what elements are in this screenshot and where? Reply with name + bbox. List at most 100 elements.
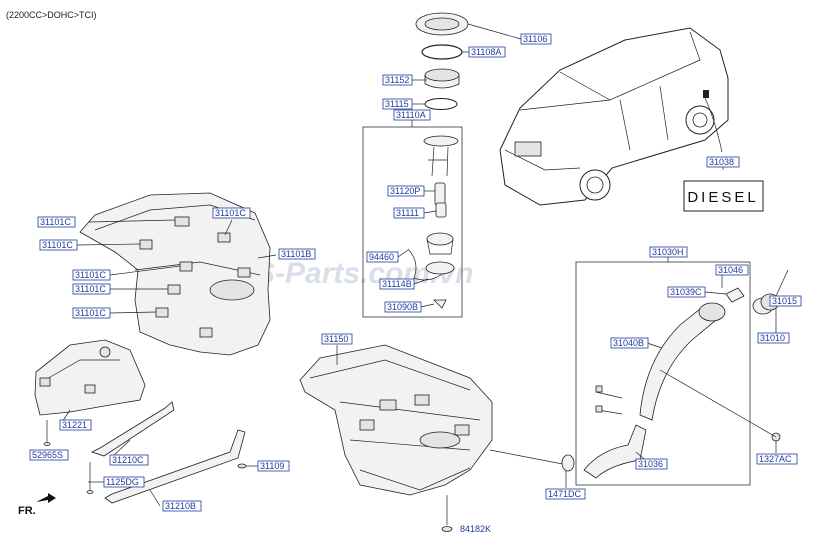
ref-31010[interactable]: 31010 <box>757 332 790 344</box>
small-heat-shield <box>34 339 146 446</box>
ref-31111[interactable]: 31111 <box>393 207 425 219</box>
svg-text:31039C: 31039C <box>670 287 702 297</box>
heat-protector <box>79 192 271 356</box>
ref-31152[interactable]: 31152 <box>382 74 413 86</box>
tank-straps <box>86 401 247 504</box>
svg-text:31120P: 31120P <box>390 186 420 196</box>
ref-31114b[interactable]: 31114B <box>379 278 415 290</box>
fuel-pump-motor <box>435 202 447 218</box>
svg-text:84182K: 84182K <box>460 524 491 534</box>
svg-text:31221: 31221 <box>62 420 87 430</box>
ref-31046[interactable]: 31046 <box>715 264 749 276</box>
ref-84182k: 84182K <box>460 524 491 534</box>
ref-31115[interactable]: 31115 <box>382 98 413 110</box>
pump-reservoir <box>426 232 454 246</box>
ref-1125dg[interactable]: 1125DG <box>103 476 145 488</box>
svg-text:31101C: 31101C <box>75 308 106 318</box>
ref-31110a[interactable]: 31110A <box>393 109 431 121</box>
o-ring <box>424 98 458 110</box>
filler-neck <box>583 269 789 479</box>
svg-text:1327AC: 1327AC <box>759 454 792 464</box>
svg-text:31152: 31152 <box>385 75 409 85</box>
ref-1471dc[interactable]: 1471DC <box>545 488 586 500</box>
svg-text:1125DG: 1125DG <box>106 477 139 487</box>
svg-text:1471DC: 1471DC <box>548 489 582 499</box>
bolt <box>43 442 51 446</box>
ref-31106[interactable]: 31106 <box>520 33 552 45</box>
ref-31040b[interactable]: 31040B <box>610 337 649 349</box>
filler-neck-box <box>575 261 751 486</box>
svg-text:31106: 31106 <box>523 34 547 44</box>
ref-31101c-a[interactable]: 31101C <box>37 216 76 228</box>
ref-31108a[interactable]: 31108A <box>468 46 506 58</box>
ref-31150[interactable]: 31150 <box>321 333 353 345</box>
ref-31101c-f[interactable]: 31101C <box>72 307 111 319</box>
svg-text:31101B: 31101B <box>281 249 311 259</box>
sender-wire <box>407 248 446 281</box>
suv-illustration <box>499 27 729 206</box>
ref-31109[interactable]: 31109 <box>257 460 290 472</box>
ref-31039c[interactable]: 31039C <box>667 286 706 298</box>
pump-gasket <box>421 44 463 60</box>
front-direction-label: FR. <box>18 505 36 517</box>
ref-31101c-c[interactable]: 31101C <box>39 239 78 251</box>
pump-assembly-box <box>362 126 463 318</box>
ref-31210c[interactable]: 31210C <box>109 454 149 466</box>
svg-text:31101C: 31101C <box>40 217 71 227</box>
ref-31221[interactable]: 31221 <box>59 419 92 431</box>
front-arrow-icon <box>36 493 56 503</box>
ref-31101b[interactable]: 31101B <box>278 248 316 260</box>
ref-94460[interactable]: 94460 <box>366 251 399 263</box>
ref-1327ac[interactable]: 1327AC <box>756 453 798 465</box>
svg-text:31101C: 31101C <box>215 208 246 218</box>
svg-text:31030H: 31030H <box>652 247 684 257</box>
svg-text:31036: 31036 <box>638 459 663 469</box>
drain-plug <box>441 526 453 532</box>
svg-text:31110A: 31110A <box>396 110 426 120</box>
fuel-door <box>703 90 709 98</box>
svg-text:52965S: 52965S <box>32 450 63 460</box>
svg-text:31150: 31150 <box>324 334 348 344</box>
tank-pump-opening <box>419 431 461 449</box>
leader-lines <box>59 23 777 507</box>
svg-text:31046: 31046 <box>718 265 743 275</box>
ref-31036[interactable]: 31036 <box>635 458 668 470</box>
ref-31210b[interactable]: 31210B <box>162 500 202 512</box>
svg-text:31038: 31038 <box>709 157 734 167</box>
svg-text:94460: 94460 <box>369 252 394 262</box>
svg-text:31111: 31111 <box>396 208 419 218</box>
fuel-tank <box>299 344 575 532</box>
diesel-badge <box>683 180 764 212</box>
hose-clamp <box>561 454 575 472</box>
svg-text:31114B: 31114B <box>382 279 412 289</box>
pump-cover-center <box>424 17 460 31</box>
filler-neck-head <box>698 302 726 322</box>
svg-text:31010: 31010 <box>760 333 785 343</box>
svg-text:31101C: 31101C <box>42 240 73 250</box>
diagram-title: (2200CC>DOHC>TCI) <box>6 10 97 20</box>
svg-text:31115: 31115 <box>385 99 409 109</box>
svg-text:31040B: 31040B <box>613 338 644 348</box>
ref-31101c-b[interactable]: 31101C <box>212 207 251 219</box>
ref-31101c-d[interactable]: 31101C <box>72 269 111 281</box>
ref-31120p[interactable]: 31120P <box>387 185 425 197</box>
svg-text:31210C: 31210C <box>112 455 144 465</box>
ref-31101c-e[interactable]: 31101C <box>72 283 111 295</box>
svg-text:31090B: 31090B <box>387 302 418 312</box>
filler-hose <box>583 424 647 479</box>
ref-31090b[interactable]: 31090B <box>384 301 422 313</box>
ref-31038[interactable]: 31038 <box>706 156 740 168</box>
ref-31030h[interactable]: 31030H <box>649 246 688 258</box>
ref-31015[interactable]: 31015 <box>769 295 802 307</box>
svg-text:31101C: 31101C <box>75 284 106 294</box>
reference-labels: 31106 31108A 31152 31115 31110A 31120P 3… <box>29 33 802 534</box>
fuel-filter <box>434 182 446 206</box>
ref-52965s[interactable]: 52965S <box>29 449 69 461</box>
bracket <box>725 287 745 303</box>
strap-front <box>90 401 175 457</box>
svg-text:31210B: 31210B <box>165 501 196 511</box>
fuel-gauge-float <box>433 299 447 309</box>
svg-text:31109: 31109 <box>260 461 284 471</box>
